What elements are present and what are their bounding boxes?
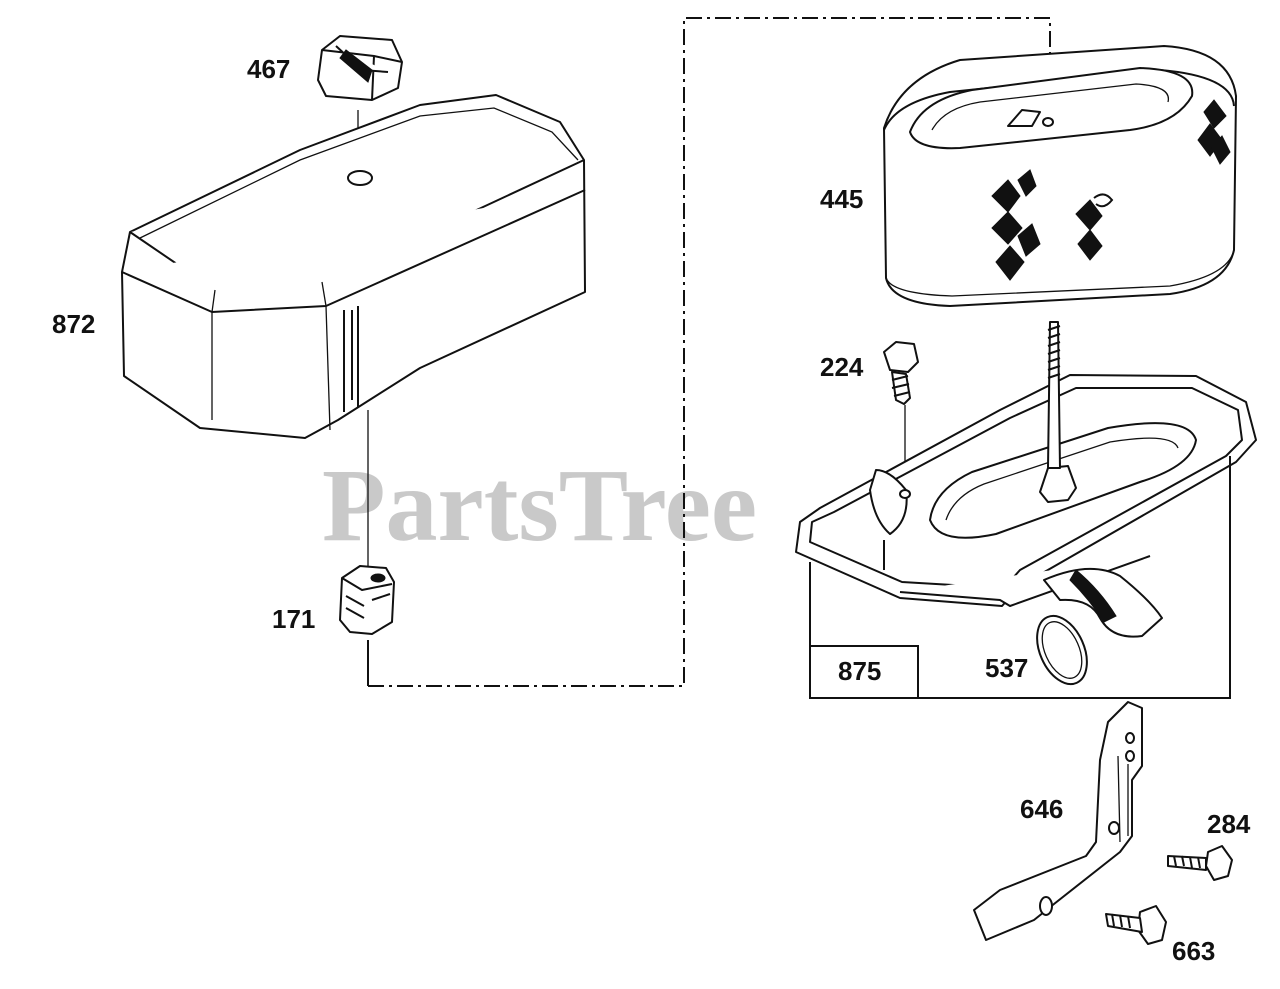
label-445: 445 [820, 184, 863, 214]
label-875: 875 [838, 656, 881, 686]
label-467: 467 [247, 54, 290, 84]
leader-line-dashdot [368, 17, 1051, 687]
filter-pattern-center [1075, 193, 1114, 261]
label-663: 663 [1172, 936, 1215, 966]
knob-part-467 [317, 35, 403, 101]
bolt-part-224 [883, 341, 919, 405]
label-537: 537 [985, 653, 1028, 683]
label-224: 224 [820, 352, 864, 382]
label-872: 872 [52, 309, 95, 339]
bracket-part-646 [973, 701, 1143, 941]
grommet-part-171 [339, 565, 395, 635]
air-filter-part-445 [883, 45, 1237, 307]
watermark-text: PartsTree [322, 448, 757, 563]
screw-part-284 [1167, 845, 1233, 881]
label-646: 646 [1020, 794, 1063, 824]
cover-part-872 [121, 94, 586, 439]
label-284: 284 [1207, 809, 1251, 839]
base-part-875 [795, 321, 1257, 699]
filter-pattern-left [991, 169, 1041, 281]
screw-part-663 [1105, 905, 1167, 945]
filter-pattern-right [1197, 99, 1231, 165]
stud [1047, 321, 1061, 469]
label-box-875 [809, 645, 919, 699]
label-171: 171 [272, 604, 315, 634]
